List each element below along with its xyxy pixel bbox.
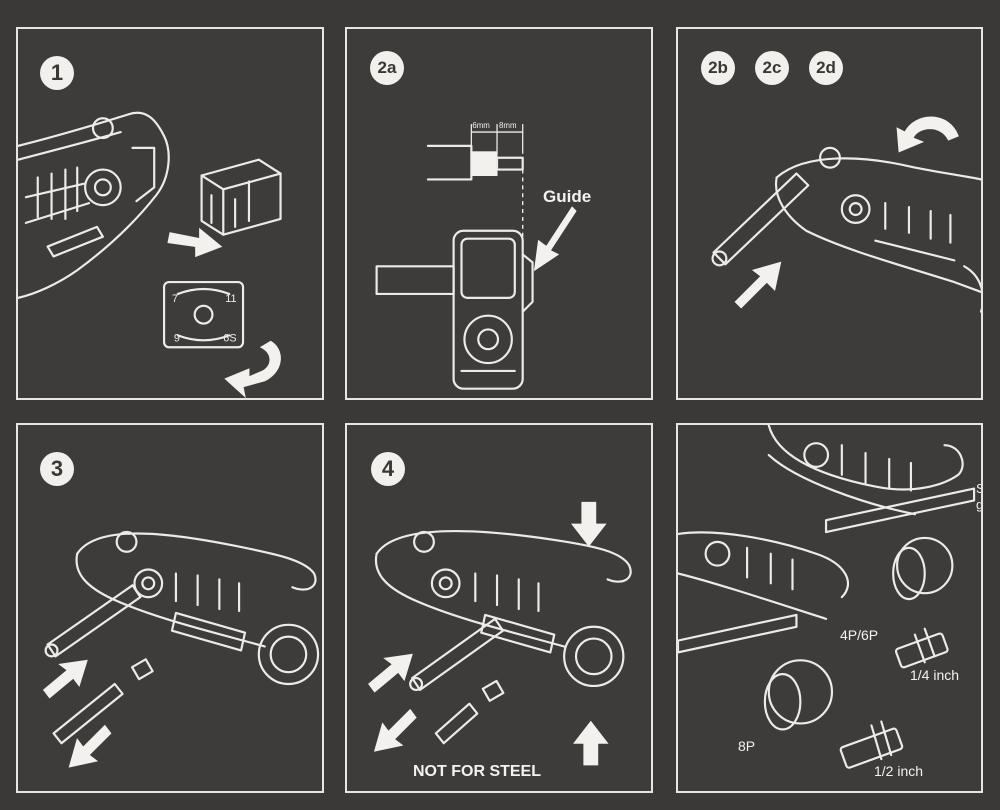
panel-step-5: 4P/6P 1/4 inch 8P 1/2 inch S g bbox=[676, 423, 983, 793]
dimension-6mm: 6mm bbox=[472, 121, 490, 130]
step-5-illustration bbox=[678, 425, 976, 769]
label-cut-off-g: g bbox=[976, 497, 983, 512]
guide-label: Guide bbox=[543, 187, 592, 206]
step-badge-2b: 2b bbox=[701, 51, 735, 85]
panel-step-1: 1 7 11 9 6S bbox=[16, 27, 324, 400]
label-8p: 8P bbox=[738, 738, 756, 754]
step-badge-2d: 2d bbox=[809, 51, 843, 85]
step-badge-3: 3 bbox=[40, 452, 74, 486]
label-quarter-inch: 1/4 inch bbox=[910, 667, 960, 683]
step-4-illustration bbox=[368, 501, 632, 766]
step-badge-4: 4 bbox=[371, 452, 405, 486]
step-2bcd-illustration bbox=[711, 116, 981, 313]
label-half-inch: 1/2 inch bbox=[874, 763, 924, 779]
cassette-number-7: 7 bbox=[172, 293, 178, 305]
step-badge-2c: 2c bbox=[755, 51, 789, 85]
step-badge-2a: 2a bbox=[370, 51, 404, 85]
dimension-8mm: 8mm bbox=[499, 121, 517, 130]
cassette-number-6s: 6S bbox=[223, 332, 236, 344]
step-1-illustration: 7 11 9 6S bbox=[18, 111, 282, 398]
label-cut-off-s: S bbox=[976, 481, 981, 496]
panel-step-2a: 2a 6mm 8mm Guide bbox=[345, 27, 653, 400]
step-3-illustration bbox=[42, 530, 320, 768]
panel-step-3: 3 bbox=[16, 423, 324, 793]
panel-step-4: 4 NOT FOR STEEL bbox=[345, 423, 653, 793]
cassette-number-11: 11 bbox=[225, 293, 236, 305]
not-for-steel-warning: NOT FOR STEEL bbox=[413, 763, 541, 780]
step-2a-illustration: 6mm 8mm bbox=[375, 121, 577, 390]
label-4p6p: 4P/6P bbox=[840, 627, 879, 643]
step-badge-1: 1 bbox=[40, 56, 74, 90]
cassette-number-9: 9 bbox=[174, 332, 180, 344]
panel-step-2bcd: 2b 2c 2d bbox=[676, 27, 983, 400]
